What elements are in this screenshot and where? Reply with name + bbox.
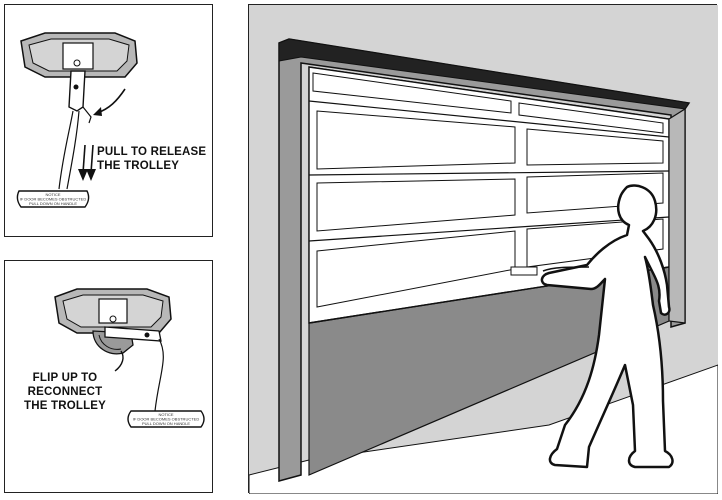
release-cord [58,110,80,190]
svg-text:NOTICE: NOTICE [158,412,173,417]
reconnect-instruction-line-1: FLIP UP TO [33,372,98,384]
pull-down-arrows [78,144,96,181]
svg-text:PULL DOWN ON HANDLE: PULL DOWN ON HANDLE [29,201,77,206]
trolley-carriage [54,288,172,334]
rotation-arrowhead [93,107,102,116]
svg-text:NOTICE: NOTICE [45,192,60,197]
person-figure [540,184,674,469]
garage-scene-illustration [249,5,718,494]
garage-door [308,66,670,324]
reconnect-handle: NOTICE IF DOOR BECOMES OBSTRUCTED PULL D… [127,410,205,428]
release-handle: NOTICE IF DOOR BECOMES OBSTRUCTED PULL D… [16,190,90,208]
release-arm [68,70,92,124]
reconnect-instruction-line-3: THE TROLLEY [24,400,106,412]
svg-text:IF DOOR BECOMES OBSTRUCTED: IF DOOR BECOMES OBSTRUCTED [20,197,87,202]
garage-door-scene [248,4,718,494]
reconnect-instruction-line-2: RECONNECT [28,386,103,398]
callout-leader [114,350,124,372]
reconnect-arm [104,326,162,342]
release-illustration: NOTICE IF DOOR BECOMES OBSTRUCTED PULL D… [16,32,206,208]
reconnect-illustration: NOTICE IF DOOR BECOMES OBSTRUCTED PULL D… [24,288,205,428]
reconnect-instruction-panel: NOTICE IF DOOR BECOMES OBSTRUCTED PULL D… [4,260,213,493]
release-instruction-line-2: THE TROLLEY [97,160,179,172]
door-handle [510,266,538,276]
person-arm [542,266,590,272]
svg-text:IF DOOR BECOMES OBSTRUCTED: IF DOOR BECOMES OBSTRUCTED [133,417,200,422]
reconnect-cord [154,338,164,412]
release-instruction-line-1: PULL TO RELEASE [97,146,206,158]
door-jamb-right [668,107,686,324]
trolley-carriage [20,32,138,78]
svg-text:PULL DOWN ON HANDLE: PULL DOWN ON HANDLE [142,421,190,426]
release-instruction-panel: NOTICE IF DOOR BECOMES OBSTRUCTED PULL D… [4,4,213,237]
